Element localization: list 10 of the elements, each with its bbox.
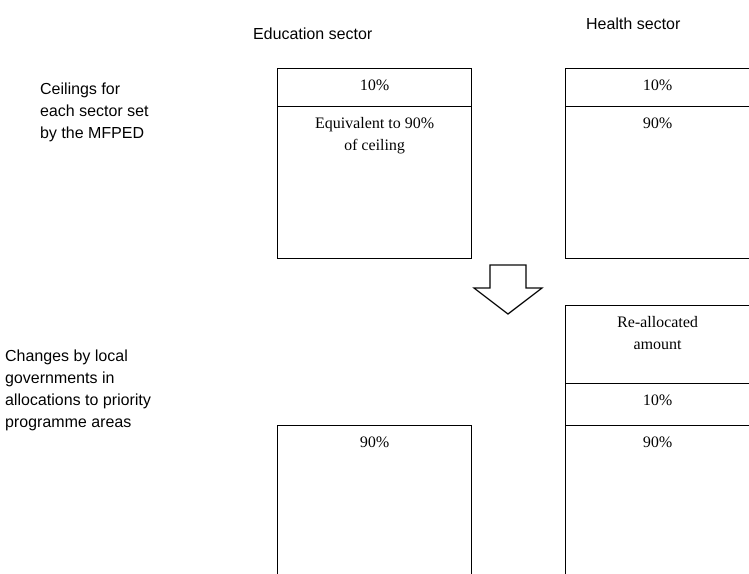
column-heading: Education sector [253,25,374,45]
budget-share-box: Re-allocated amount [565,305,749,384]
column-heading: Health sector [586,15,682,35]
budget-share-box: 90% [565,106,749,259]
row-label: Ceilings for each sector set by the MFPED [40,80,150,144]
row-label: Changes by local governments in allocations to priority programme areas [5,347,152,433]
budget-share-box: 10% [277,68,472,107]
budget-share-box: Equivalent to 90% of ceiling [277,106,472,259]
budget-share-box: 10% [565,68,749,107]
budget-share-box: 90% [277,425,472,574]
